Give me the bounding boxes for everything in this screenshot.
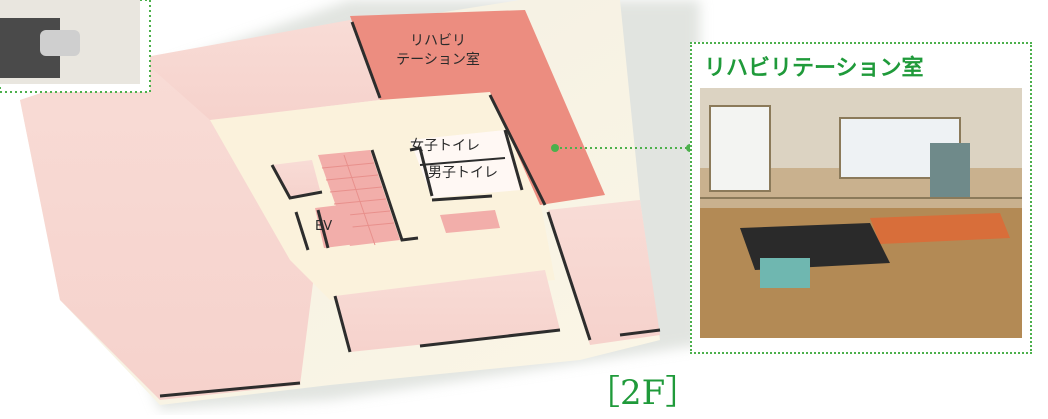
connector-dot-start [551, 144, 559, 152]
room-inner-left [272, 160, 320, 198]
label-rehab-line1: リハビリ [410, 33, 466, 49]
photo-inset-part [40, 30, 80, 56]
wall-toilet-divider [419, 157, 506, 166]
wall-toilet-right [503, 129, 524, 191]
wall-left-bottom [159, 381, 301, 398]
wall-stair-right [370, 149, 419, 242]
wall-rehab-left [350, 21, 382, 99]
wall-bottom-right [419, 328, 561, 348]
stair-steps [321, 154, 395, 246]
floor-label: ［2F］ [586, 373, 700, 413]
wall-ev-left [294, 211, 310, 251]
room-right [548, 200, 660, 345]
rehab-photo-card: リハビリテーション室 [690, 42, 1032, 354]
rehab-photo-title: リハビリテーション室 [704, 56, 924, 81]
wall-bottom-left [333, 295, 352, 353]
label-rehab-line2: テーション室 [396, 51, 480, 68]
wall-ev-inner [316, 209, 330, 249]
room-toilets [410, 130, 520, 198]
label-mens-toilet: 男子トイレ [428, 165, 498, 181]
rehab-photo [700, 88, 1022, 338]
label-womens-toilet: 女子トイレ [410, 137, 480, 154]
wall-rehab-inner [488, 94, 547, 206]
room-small-pink [440, 210, 500, 233]
wall-right-bottom [619, 328, 661, 337]
wall-small-top [431, 194, 493, 202]
wall-right-room [546, 211, 592, 341]
wall-toilet-left [409, 146, 434, 197]
room-bottom-center [335, 270, 560, 352]
wall-inner-left [270, 164, 323, 200]
label-elevator: EV [315, 219, 332, 234]
room-top-middle [140, 20, 380, 120]
room-rehabilitation [350, 10, 605, 205]
